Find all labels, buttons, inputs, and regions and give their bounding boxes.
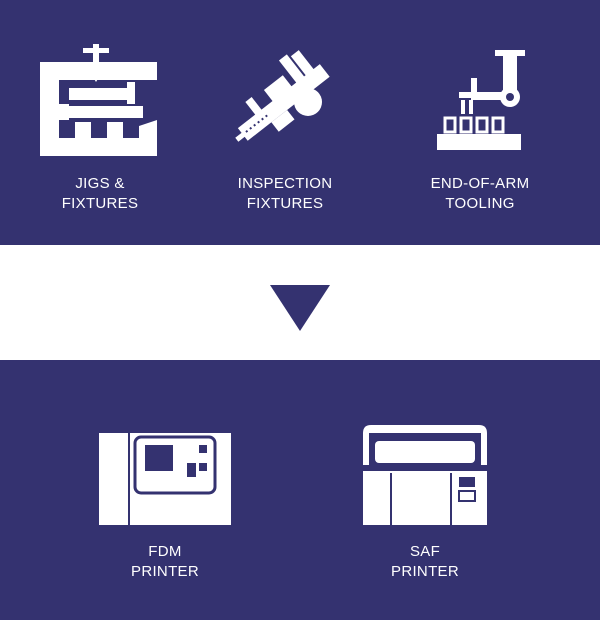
- saf-printer-label-1: SAF: [409, 543, 441, 560]
- fdm-printer-item: FDM PRINTER: [95, 423, 235, 582]
- jigs-fixtures-item: JIGS & FIXTURES: [35, 42, 165, 214]
- applications-band: [0, 0, 600, 245]
- jigs-fixtures-label-2: FIXTURES: [61, 195, 139, 212]
- end-of-arm-tooling-item: END-OF-ARM TOOLING: [415, 42, 545, 214]
- printers-band: [0, 360, 600, 620]
- inspection-fixtures-item: INSPECTION FIXTURES: [220, 42, 350, 214]
- saf-printer-icon: [363, 425, 487, 525]
- clamp-jig-icon: [40, 44, 157, 156]
- inspection-fixtures-label-1: INSPECTION: [237, 175, 333, 192]
- caliper-icon: [235, 50, 330, 142]
- fdm-printer-label-1: FDM: [148, 543, 182, 560]
- fdm-printer-label-2: PRINTER: [131, 563, 199, 580]
- inspection-fixtures-label-2: FIXTURES: [246, 195, 324, 212]
- robot-arm-icon: [437, 50, 525, 150]
- jigs-fixtures-label-1: JIGS &: [75, 175, 125, 192]
- end-of-arm-tooling-label-2: TOOLING: [445, 195, 515, 212]
- saf-printer-item: SAF PRINTER: [355, 423, 495, 582]
- fdm-printer-icon: [99, 433, 231, 525]
- end-of-arm-tooling-label-1: END-OF-ARM: [430, 175, 530, 192]
- saf-printer-label-2: PRINTER: [391, 563, 459, 580]
- down-triangle-icon: [270, 285, 330, 331]
